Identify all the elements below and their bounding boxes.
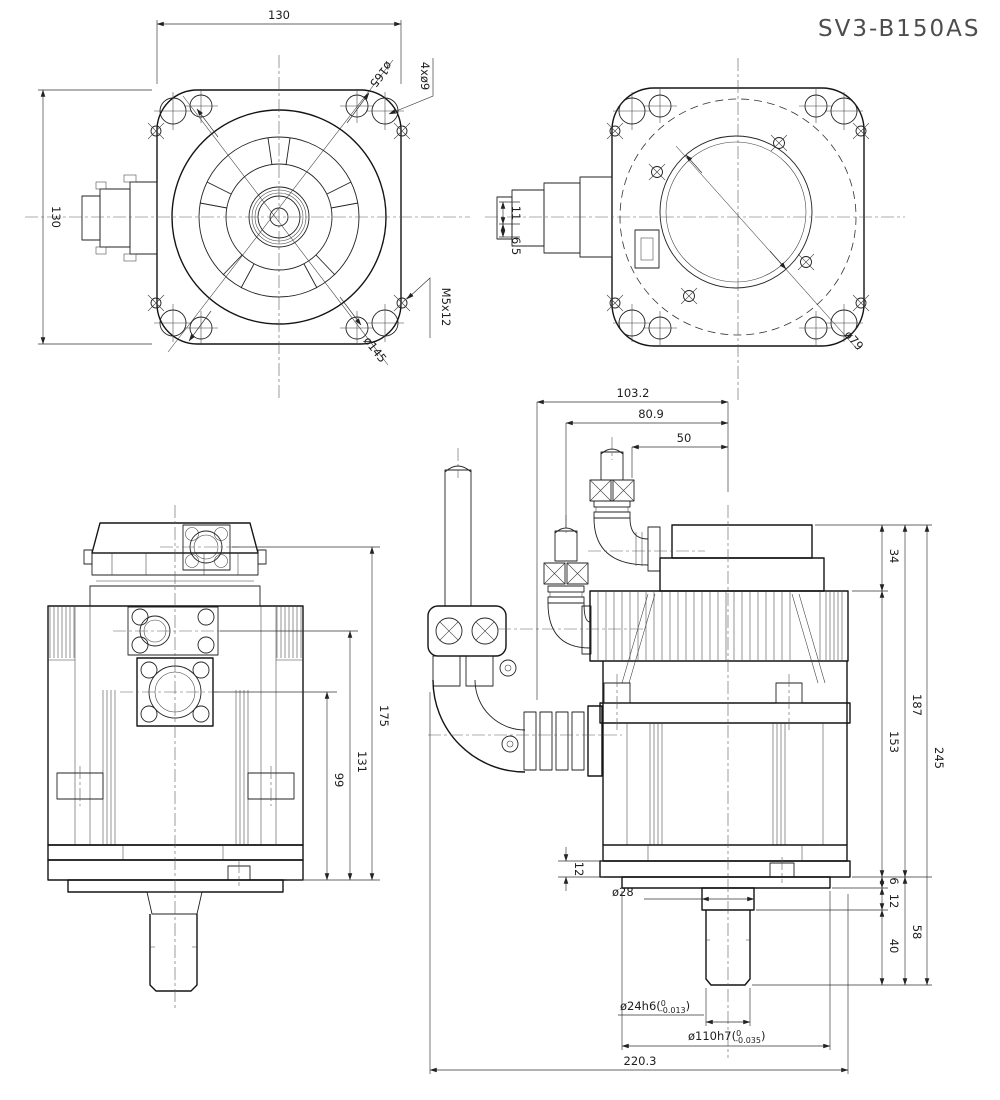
dim-front-width: 130 [268, 8, 290, 22]
rear-view: ø79 11 6.5 [485, 58, 905, 400]
dim-profile-total: 245 [932, 747, 946, 769]
dim-profile-shaft-total: 58 [910, 925, 924, 940]
dim-profile-body: 187 [910, 694, 924, 716]
dim-rear-cover-dia: ø79 [842, 328, 867, 353]
dim-profile-pilot-fit: ø110h7(0-0.035) [688, 1029, 765, 1045]
dim-profile-pilot-h: 6 [887, 877, 901, 884]
dim-profile-depth-overall: 220.3 [624, 1054, 657, 1068]
drawing-title: SV3-B150AS [818, 16, 980, 42]
dim-profile-frame: 153 [887, 731, 901, 753]
dim-rear-offset-a: 11 [509, 206, 523, 221]
profile-view-outline [589, 524, 851, 986]
side-view-outline [47, 522, 304, 992]
dim-profile-cable-a: 103.2 [617, 386, 650, 400]
dim-profile-cable-b: 80.9 [638, 407, 664, 421]
rear-view-bolt-holes [606, 89, 870, 345]
dim-profile-cable-c: 50 [677, 431, 692, 445]
front-view: 130 130 ø165 ø145 4xø9 M5x12 [25, 8, 470, 400]
dim-profile-flange-t: 12 [572, 862, 586, 877]
profile-view-cables [427, 448, 661, 777]
dim-side-mid: 131 [355, 751, 369, 773]
dim-profile-cap: 34 [887, 549, 901, 564]
rear-view-centerlines [485, 58, 905, 400]
side-view-dimensions: 99 131 175 [213, 546, 391, 881]
dim-side-low: 99 [332, 773, 346, 788]
dim-front-height: 130 [49, 206, 63, 228]
side-view: 99 131 175 [47, 505, 391, 1010]
dim-front-corner-holes: 4xø9 [418, 62, 432, 90]
dim-front-tapped-holes: M5x12 [439, 288, 453, 327]
profile-view-dimensions: 103.2 80.9 50 34 153 6 12 40 187 58 245 [429, 386, 946, 1074]
rear-view-dimensions: ø79 11 6.5 [499, 154, 867, 353]
front-view-centerlines [25, 55, 470, 400]
dim-front-hole-circle-outer: ø165 [367, 59, 396, 90]
dim-profile-shaft-step-dia: ø28 [612, 885, 634, 899]
dim-profile-shaft-l: 40 [887, 939, 901, 954]
side-view-centerlines [79, 505, 272, 1010]
dim-side-top: 175 [377, 705, 391, 727]
dim-profile-boss-h: 12 [887, 894, 901, 909]
dim-profile-shaft-fit: ø24h6(0-0.013) [620, 999, 690, 1015]
profile-view: 103.2 80.9 50 34 153 6 12 40 187 58 245 [427, 386, 946, 1074]
front-view-bolt-holes [147, 89, 411, 345]
profile-view-centerlines [428, 437, 790, 1058]
dim-rear-offset-b: 6.5 [509, 237, 523, 255]
